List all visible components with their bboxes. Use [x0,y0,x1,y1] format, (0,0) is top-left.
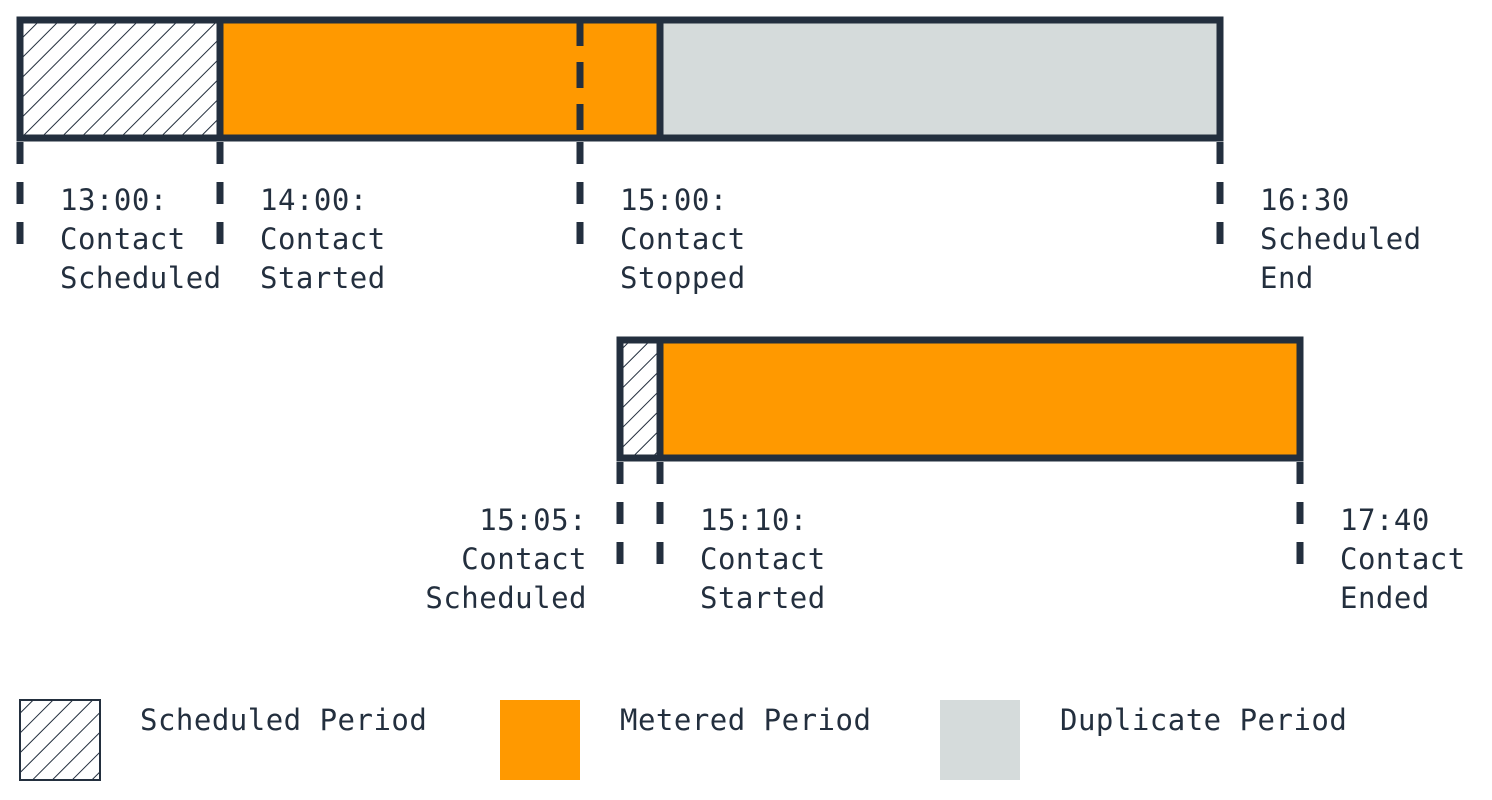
contact-1-bar [16,16,1224,142]
legend-label-scheduled: Scheduled Period [140,703,428,737]
contact-2-scheduled-segment [620,340,660,458]
legend-label-metered: Metered Period [620,703,872,737]
legend-label-duplicate: Duplicate Period [1060,703,1348,737]
contact-2-ticks [616,462,1304,566]
contact-2-metered-segment [660,340,1300,458]
contact-2-bar [616,336,1304,462]
contact-1-metered-segment [220,20,660,138]
event-label-contact-started-1400: 14:00: Contact Started [260,183,386,295]
contact-1-ticks [16,142,1224,246]
event-label-contact-ended-1740: 17:40 Contact Ended [1340,503,1466,615]
legend-duplicate-swatch [940,700,1020,780]
contact-1-scheduled-segment [20,20,220,138]
event-label-contact-scheduled-1505: 15:05: Contact Scheduled [425,503,587,615]
contact-2-outline [616,336,1304,462]
event-label-contact-started-1510: 15:10: Contact Started [700,503,826,615]
legend-scheduled-swatch [19,699,101,781]
contact-1-outline [16,16,1224,142]
event-label-scheduled-end-1630: 16:30 Scheduled End [1260,183,1422,295]
legend-metered-swatch [500,700,580,780]
event-label-contact-scheduled-1300: 13:00: Contact Scheduled [60,183,222,295]
legend [19,699,1020,781]
contact-1-duplicate-segment [660,20,1220,138]
event-label-contact-stopped-1500: 15:00: Contact Stopped [620,183,746,295]
